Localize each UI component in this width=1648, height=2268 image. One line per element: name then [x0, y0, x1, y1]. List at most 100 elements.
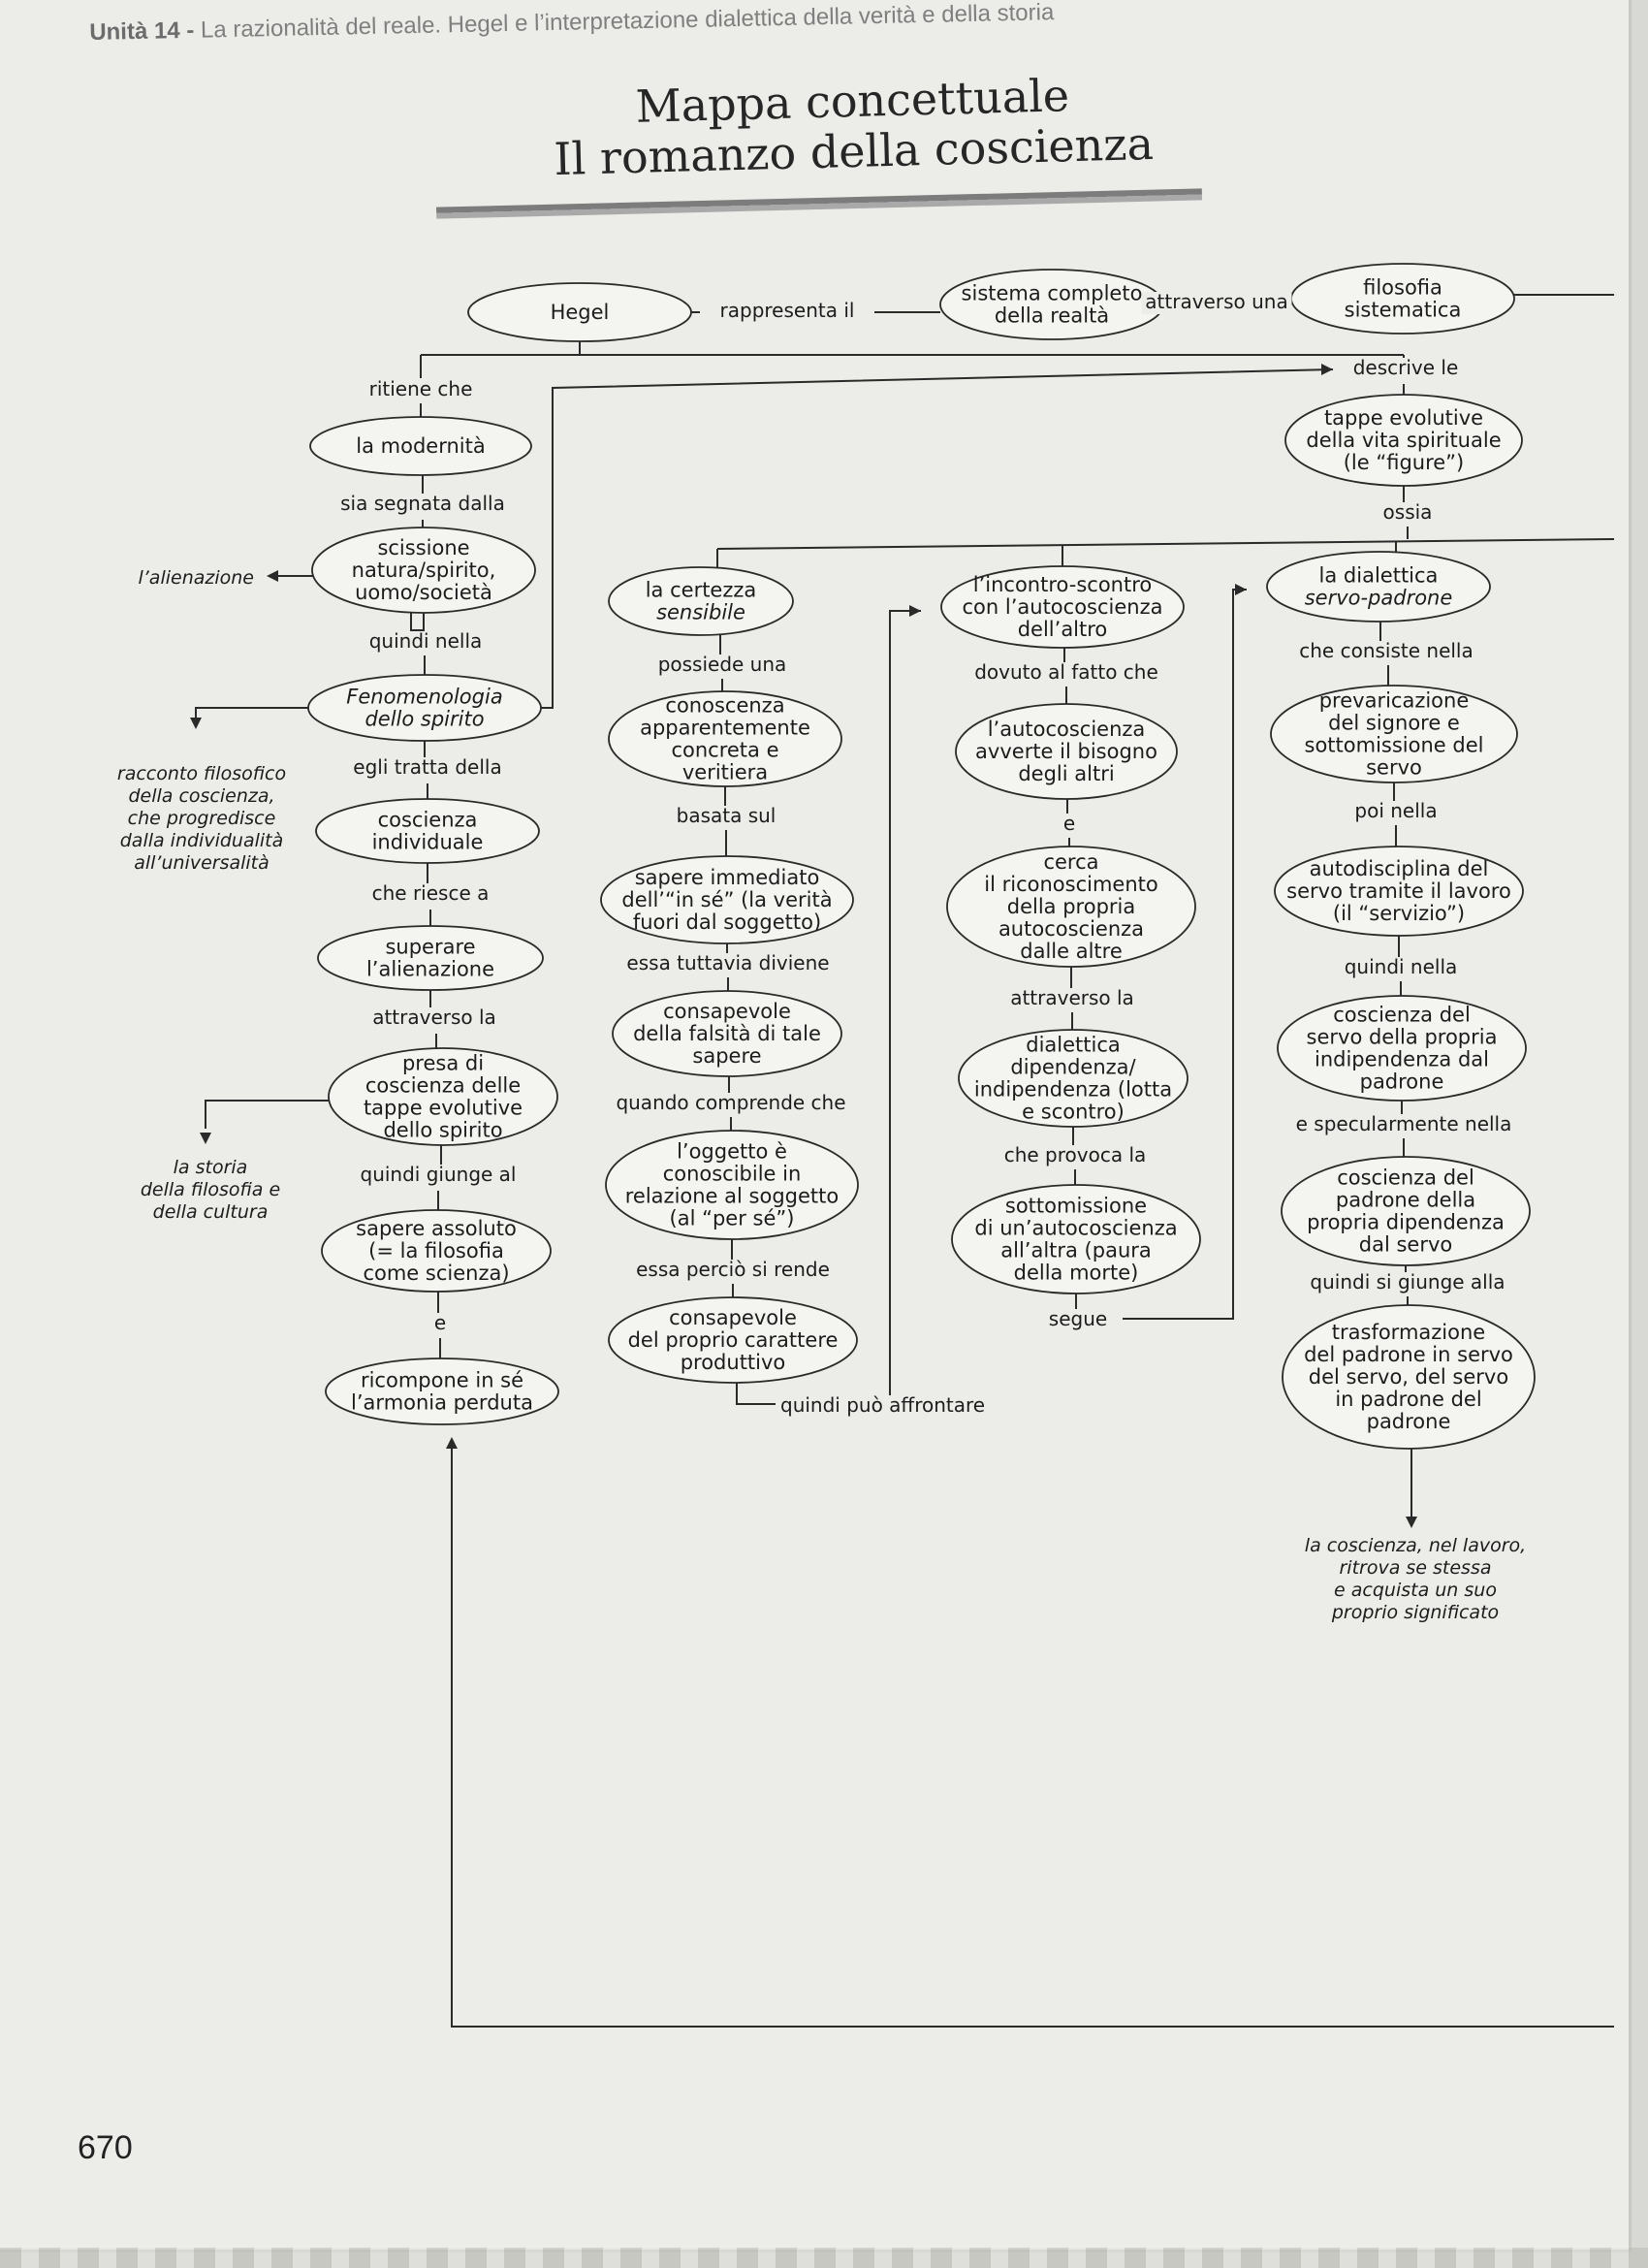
- label-quindi-si-giunge: quindi si giunge alla: [1310, 1270, 1505, 1294]
- node-text: della morte): [1014, 1262, 1139, 1285]
- label-egli-tratta: egli tratta della: [353, 755, 501, 779]
- label-che-consiste: che consiste nella: [1299, 639, 1474, 662]
- node-text: di un’autocoscienza: [974, 1217, 1177, 1240]
- node-text: (il “servizio”): [1333, 902, 1465, 925]
- label-backdrop: [625, 1093, 837, 1115]
- node-text: consapevole: [663, 1000, 791, 1023]
- node-text: della realtà: [995, 304, 1109, 328]
- connector-line: [541, 368, 1334, 709]
- label-backdrop: [1346, 801, 1446, 823]
- label-backdrop: [776, 1395, 998, 1418]
- label-backdrop: [671, 806, 781, 828]
- node-text: concreta e: [671, 739, 778, 762]
- node-ellipse: [309, 416, 532, 476]
- node-text: del proprio carattere: [628, 1328, 839, 1352]
- node-text: natura/spirito,: [352, 559, 496, 582]
- label-rappresenta: rappresenta il: [720, 299, 855, 322]
- label-descrive: descrive le: [1353, 356, 1459, 379]
- node-text: tappe evolutive: [1324, 406, 1483, 430]
- node-ellipse: [321, 1209, 552, 1293]
- node-text: padrone: [1367, 1410, 1451, 1433]
- node-ellipse: [608, 566, 794, 636]
- label-quindi-nella-1: quindi nella: [369, 629, 483, 653]
- node-text: indipendenza dal: [1315, 1048, 1489, 1071]
- label-ossia: ossia: [1383, 500, 1433, 524]
- node-text: sapere assoluto: [356, 1217, 517, 1240]
- label-backdrop: [336, 757, 519, 780]
- node-ellipse: [1277, 995, 1527, 1102]
- label-backdrop: [364, 1007, 505, 1030]
- node-ricompone: ricompone in sél’armonia perduta: [325, 1358, 559, 1425]
- node-ellipse: [1266, 551, 1491, 623]
- node-text: prevaricazione: [1319, 689, 1470, 713]
- node-text: Hegel: [551, 301, 610, 324]
- label-backdrop: [1141, 292, 1292, 314]
- node-text: sapere: [692, 1044, 761, 1068]
- label-backdrop: [430, 1313, 450, 1335]
- node-text: l’armonia perduta: [351, 1391, 533, 1415]
- node-text: veritiera: [682, 761, 768, 784]
- node-text: dello spirito: [364, 708, 484, 731]
- node-text: coscienza del: [1333, 1004, 1471, 1027]
- scanner-edge: [0, 2248, 1648, 2268]
- label-quindi-puo: quindi può affrontare: [780, 1393, 985, 1417]
- node-text: dalle altre: [1020, 940, 1123, 963]
- node-ellipse: [1282, 1304, 1536, 1450]
- node-ellipse: [940, 565, 1185, 649]
- node-text: sistematica: [1345, 299, 1462, 322]
- node-text: sapere immediato: [635, 866, 820, 889]
- node-text: del signore e: [1328, 712, 1460, 735]
- note-storia: la storia: [174, 1157, 248, 1178]
- label-quando-comprende: quando comprende che: [616, 1091, 845, 1114]
- node-text: coscienza del: [1337, 1166, 1474, 1190]
- node-ellipse: [958, 1029, 1188, 1128]
- node-text: conoscenza: [665, 694, 784, 718]
- label-essa-tuttavia: essa tuttavia diviene: [626, 951, 829, 974]
- node-text: consapevole: [669, 1306, 797, 1329]
- node-text: dal servo: [1359, 1233, 1452, 1257]
- node-ellipse: [612, 990, 842, 1077]
- note-lavoro: la coscienza, nel lavoro,: [1305, 1535, 1526, 1556]
- node-text: all’altra (paura: [1000, 1239, 1152, 1262]
- label-backdrop: [627, 1260, 839, 1282]
- node-text: coscienza: [378, 809, 478, 832]
- node-ellipse: [467, 282, 692, 342]
- label-backdrop: [1060, 814, 1079, 836]
- node-text: padrone della: [1336, 1189, 1475, 1212]
- node-text: il riconoscimento: [984, 873, 1157, 896]
- node-text: l’incontro-scontro: [973, 573, 1152, 596]
- node-text: propria dipendenza: [1307, 1211, 1505, 1234]
- label-backdrop: [712, 301, 863, 323]
- node-ellipse: [605, 1130, 859, 1240]
- label-e-1: e: [434, 1311, 446, 1334]
- label-backdrop: [966, 662, 1167, 685]
- node-text: dell’altro: [1018, 618, 1108, 641]
- note-storia: della cultura: [153, 1201, 269, 1223]
- node-text: avverte il bisogno: [975, 740, 1157, 763]
- node-ellipse: [608, 690, 842, 787]
- node-text: della propria: [1007, 895, 1135, 918]
- label-attraverso-la-1: attraverso la: [372, 1006, 496, 1029]
- node-text: l’alienazione: [366, 958, 494, 981]
- node-ellipse: [317, 925, 544, 991]
- note-racconto: che progredisce: [128, 808, 276, 829]
- node-text: della falsità di tale: [633, 1022, 821, 1045]
- node-text: (le “figure”): [1344, 451, 1465, 474]
- node-ellipse: [311, 527, 536, 614]
- label-backdrop: [617, 953, 840, 975]
- note-alienazione: l’alienazione: [138, 567, 254, 589]
- node-text: del padrone in servo: [1304, 1343, 1513, 1366]
